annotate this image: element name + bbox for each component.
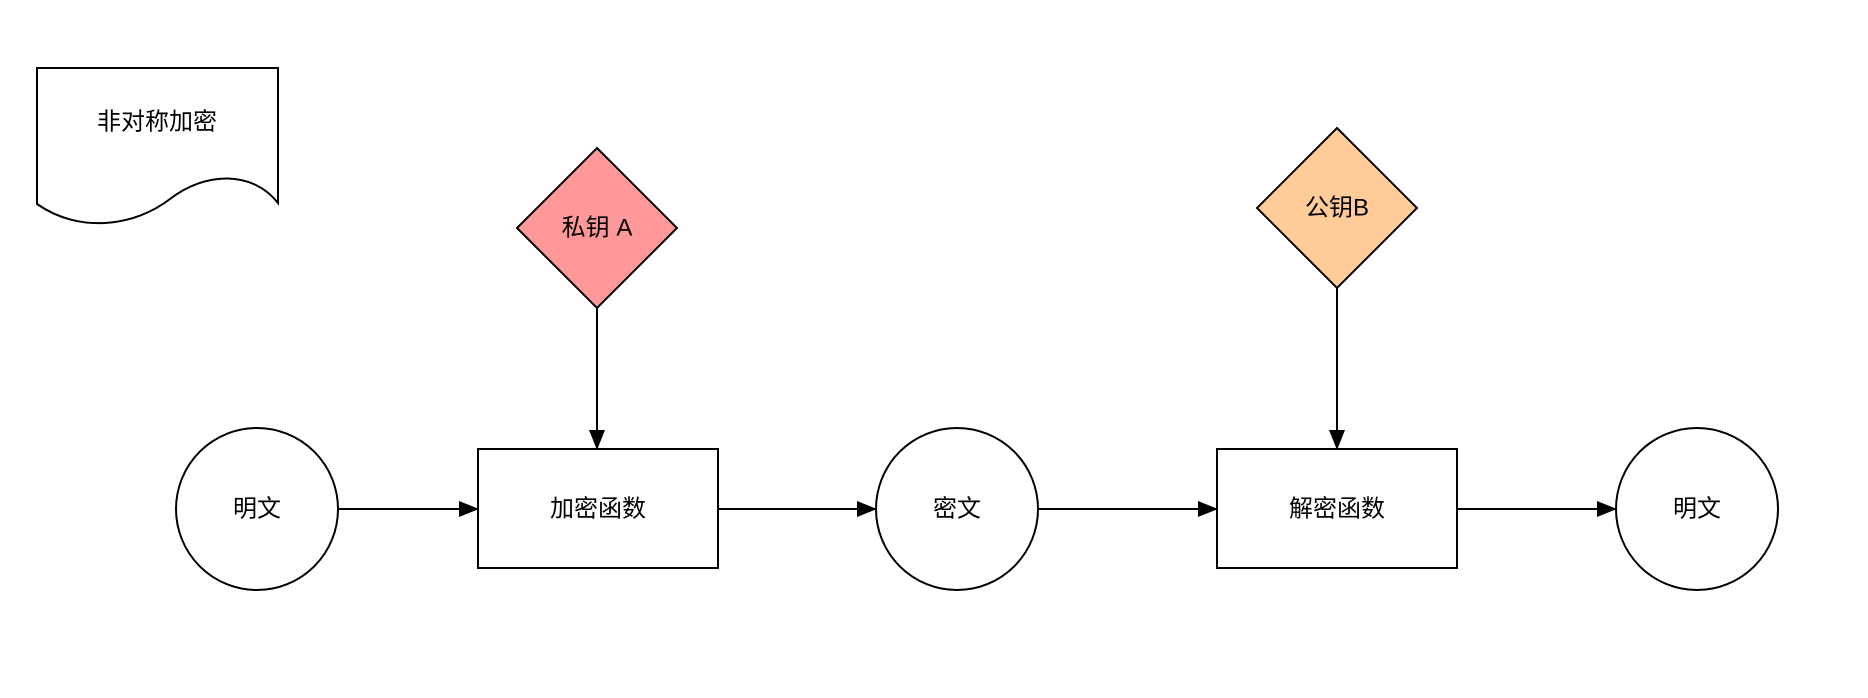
private-key-label: 私钥 A <box>562 215 633 242</box>
plaintext-right-label: 明文 <box>1673 496 1721 523</box>
node-decrypt-function[interactable]: 解密函数 <box>1216 448 1458 569</box>
encrypt-function-label: 加密函数 <box>550 496 646 523</box>
public-key-label: 公钥B <box>1305 195 1369 222</box>
node-plaintext-left[interactable]: 明文 <box>175 427 339 591</box>
decrypt-function-rect[interactable] <box>1216 448 1458 569</box>
encrypt-function-rect[interactable] <box>477 448 719 569</box>
note-asymmetric-encryption[interactable]: 非对称加密 <box>36 67 279 225</box>
document-shape[interactable] <box>36 67 279 225</box>
decrypt-function-label: 解密函数 <box>1289 496 1385 523</box>
node-encrypt-function[interactable]: 加密函数 <box>477 448 719 569</box>
ciphertext-label: 密文 <box>933 496 981 523</box>
note-label: 非对称加密 <box>97 109 217 136</box>
node-public-key[interactable]: 公钥B <box>1255 126 1419 290</box>
node-private-key[interactable]: 私钥 A <box>515 146 679 310</box>
node-ciphertext[interactable]: 密文 <box>875 427 1039 591</box>
plaintext-left-label: 明文 <box>233 496 281 523</box>
node-plaintext-right[interactable]: 明文 <box>1615 427 1779 591</box>
